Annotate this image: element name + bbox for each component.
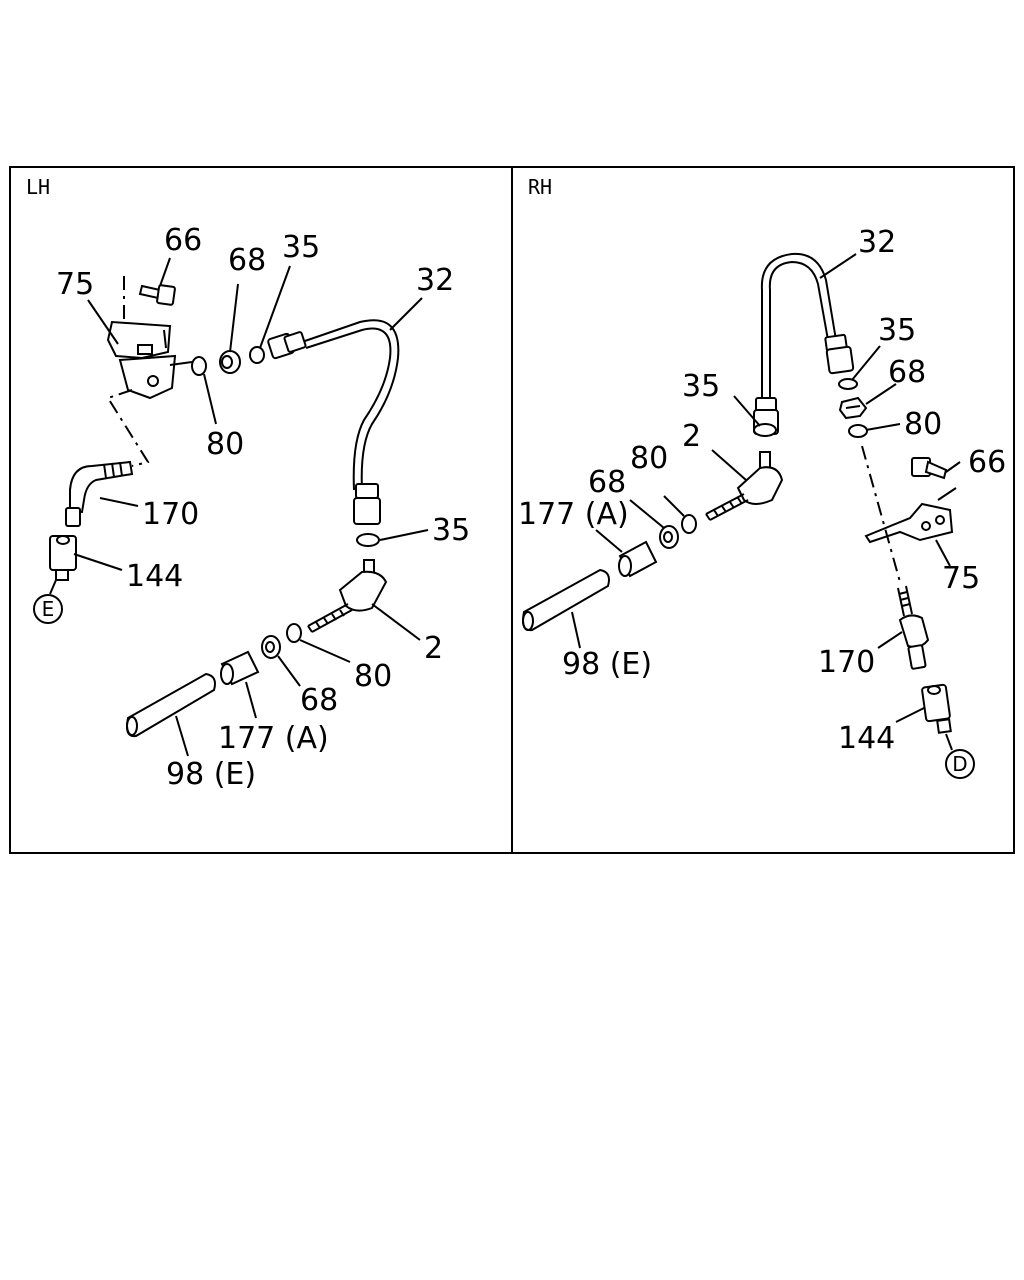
callout-68: 68 <box>300 683 338 718</box>
callout-2: 2 <box>424 631 443 666</box>
callout-98: 98 (E) <box>562 647 652 682</box>
callout-35: 35 <box>682 369 720 404</box>
washer-35-right-rh <box>838 378 858 390</box>
callout-66: 66 <box>164 223 202 258</box>
callout-35: 35 <box>282 230 320 265</box>
callout-177: 177 (A) <box>518 497 629 532</box>
tube-98-rh <box>522 568 610 632</box>
side-label-rh: RH <box>528 175 552 199</box>
leaders-rh <box>571 253 961 723</box>
callout-80: 80 <box>904 407 942 442</box>
union-joint-2-rh <box>705 451 784 521</box>
bracket-75-lh <box>106 320 177 400</box>
washer-80-top-rh <box>848 424 868 438</box>
connector-144-lh <box>49 535 77 581</box>
washer-80-bottom-lh <box>286 623 302 643</box>
nut-68-bottom-rh <box>659 525 679 549</box>
nut-68-bottom-lh <box>261 635 281 659</box>
callout-177: 177 (A) <box>218 721 329 756</box>
nut-68-top-rh <box>838 396 868 420</box>
washer-35-left-rh <box>753 423 777 437</box>
panel-lh: LH <box>26 175 470 792</box>
flare-nut-177-lh <box>220 650 260 686</box>
callout-32: 32 <box>416 263 454 298</box>
callout-68: 68 <box>588 465 626 500</box>
callout-80: 80 <box>354 659 392 694</box>
fitting-right-rh <box>824 333 855 375</box>
callout-80: 80 <box>206 427 244 462</box>
bracket-75-rh <box>864 502 954 544</box>
callout-170: 170 <box>818 645 875 680</box>
side-label-lh: LH <box>26 175 50 199</box>
brake-pipe-32-lh <box>301 319 400 491</box>
callout-66: 66 <box>968 445 1006 480</box>
tube-98-lh <box>126 672 216 738</box>
callout-35: 35 <box>432 513 470 548</box>
connector-letter-d: D <box>952 752 967 776</box>
washer-80-lh <box>191 356 207 376</box>
brake-pipe-32-rh <box>760 252 837 341</box>
callout-68: 68 <box>888 355 926 390</box>
leaders-lh <box>73 257 429 757</box>
callout-98: 98 (E) <box>166 757 256 792</box>
panel-rh: RH <box>518 175 1006 779</box>
washer-80-bottom-rh <box>681 514 697 534</box>
callout-170: 170 <box>142 497 199 532</box>
union-joint-2-lh <box>307 559 388 633</box>
callout-144: 144 <box>838 721 895 756</box>
washer-35-bottom-lh <box>356 533 380 547</box>
fitting-bottom-lh <box>353 483 381 525</box>
callout-35: 35 <box>878 313 916 348</box>
callout-32: 32 <box>858 225 896 260</box>
callout-144: 144 <box>126 559 183 594</box>
connector-circle-d <box>945 749 975 779</box>
washer-35-top-lh <box>249 346 265 364</box>
callout-80: 80 <box>630 441 668 476</box>
callout-2: 2 <box>682 419 701 454</box>
callout-68: 68 <box>228 243 266 278</box>
flare-nut-177-rh <box>618 540 658 578</box>
connector-144-rh <box>921 683 952 734</box>
callout-75: 75 <box>56 267 94 302</box>
hose-170-rh <box>897 585 930 670</box>
connector-letter-e: E <box>42 597 55 621</box>
fitting-top-lh <box>267 331 307 360</box>
callout-75: 75 <box>942 561 980 596</box>
bolt-66-rh <box>911 457 948 480</box>
hose-170-lh <box>65 460 134 527</box>
bolt-66-lh <box>138 284 176 306</box>
connector-circle-e <box>33 594 63 624</box>
nut-68-lh <box>219 350 241 374</box>
